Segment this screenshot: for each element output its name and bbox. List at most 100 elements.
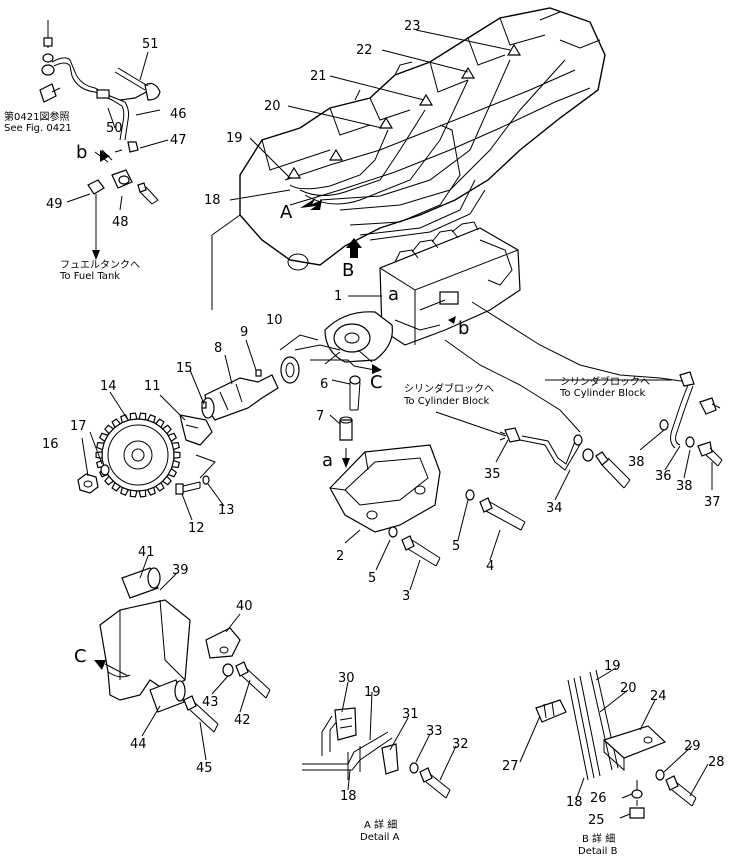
callout-42: 42 <box>234 713 251 728</box>
ref-letter-a-lower: a <box>322 450 333 471</box>
bolt-45 <box>183 695 219 733</box>
gear-tooth <box>173 451 181 459</box>
bracket-40 <box>205 627 241 659</box>
leader-10 <box>279 334 341 351</box>
callout-38a: 38 <box>628 455 645 470</box>
gear-tooth <box>167 467 178 478</box>
detail-b <box>535 669 697 819</box>
bolt-42 <box>235 661 271 699</box>
gear-tooth <box>154 481 165 492</box>
note-detail-b-jp: B 詳 細 <box>582 832 615 845</box>
callout-21: 21 <box>310 69 327 84</box>
callout-3: 3 <box>402 589 410 604</box>
bracket-leader <box>195 454 216 479</box>
reference-letters: b a a b <box>76 142 469 471</box>
arrow-b-top <box>100 150 110 162</box>
gear-tooth <box>104 475 115 486</box>
bolt-12 <box>175 481 201 495</box>
callout-1: 1 <box>334 289 342 304</box>
callout-48: 48 <box>112 215 129 230</box>
callout-18a: 18 <box>204 193 221 208</box>
callout-32: 32 <box>452 737 469 752</box>
gear-tooth <box>154 418 165 429</box>
callout-41: 41 <box>138 545 155 560</box>
shaft-8 <box>201 374 279 421</box>
note-cyl-block-en-2: To Cylinder Block <box>559 388 646 399</box>
callout-49: 49 <box>46 197 63 212</box>
callout-45: 45 <box>196 761 213 776</box>
note-cyl-block-jp-2: シリンダブロックへ <box>560 375 650 388</box>
callout-5a: 5 <box>368 571 376 586</box>
callout-50: 50 <box>106 121 123 136</box>
callout-44: 44 <box>130 737 147 752</box>
injection-pump <box>324 221 521 365</box>
key-plate-11 <box>179 414 213 446</box>
washer-5a <box>388 526 398 538</box>
pipe-34 <box>444 339 631 489</box>
callout-5b: 5 <box>452 539 460 554</box>
callout-28: 28 <box>708 755 725 770</box>
callout-38b: 38 <box>676 479 693 494</box>
gear-tooth <box>95 441 105 451</box>
callout-8: 8 <box>214 341 222 356</box>
injection-pipes <box>286 43 566 241</box>
callout-47: 47 <box>170 133 187 148</box>
view-letter-c-upper: C <box>370 372 383 393</box>
sleeve-44 <box>149 679 186 713</box>
callout-11: 11 <box>144 379 161 394</box>
callout-46: 46 <box>170 107 187 122</box>
note-see-fig-en: See Fig. 0421 <box>4 123 72 134</box>
pump-bracket <box>329 444 441 533</box>
view-letter-b: B <box>342 260 354 281</box>
pipe-36 <box>471 301 723 467</box>
note-see-fig-jp: 第0421図参照 <box>4 110 69 123</box>
gear-tooth <box>98 432 109 443</box>
note-detail-b-en: Detail B <box>578 846 618 857</box>
callout-17: 17 <box>70 419 87 434</box>
callout-25: 25 <box>588 813 605 828</box>
callout-18b: 18 <box>340 789 357 804</box>
leader-lines <box>66 29 713 819</box>
detail-a <box>302 707 451 799</box>
nut-16 <box>77 473 99 494</box>
ref-letter-b-pump: b <box>458 318 469 339</box>
callout-31: 31 <box>402 707 419 722</box>
note-fuel-tank-en: To Fuel Tank <box>59 271 120 282</box>
bolt-3 <box>401 535 441 567</box>
callout-13: 13 <box>218 503 235 518</box>
note-detail-a-jp: A 詳 細 <box>364 818 397 831</box>
callout-7: 7 <box>316 409 324 424</box>
cover-39 <box>99 599 191 701</box>
gear-tooth <box>146 414 156 424</box>
view-arrow-c-upper: C <box>310 359 383 393</box>
callout-43: 43 <box>202 695 219 710</box>
ref-letter-b-top: b <box>76 142 87 163</box>
bolt-4 <box>479 497 526 531</box>
gear-tooth <box>171 459 181 469</box>
callout-36: 36 <box>655 469 672 484</box>
arrow-b-pump <box>448 316 456 324</box>
callout-24: 24 <box>650 689 667 704</box>
callout-14: 14 <box>100 379 117 394</box>
callout-27: 27 <box>502 759 519 774</box>
callout-4: 4 <box>486 559 494 574</box>
note-cyl-block-en-1: To Cylinder Block <box>403 396 490 407</box>
gear-tooth <box>129 412 138 421</box>
gear-tooth <box>161 475 172 486</box>
gear-tooth <box>138 489 147 498</box>
bearing-10 <box>280 356 300 384</box>
callout-20b: 20 <box>620 681 637 696</box>
callout-18c: 18 <box>566 795 583 810</box>
callout-19b: 19 <box>364 685 381 700</box>
gear-tooth <box>120 486 130 496</box>
gear-tooth <box>111 481 122 492</box>
washer-13 <box>202 475 210 485</box>
callout-34: 34 <box>546 501 563 516</box>
callout-40: 40 <box>236 599 253 614</box>
note-detail-a-en: Detail A <box>360 832 400 843</box>
key-9 <box>255 369 262 377</box>
view-arrow-b: B <box>342 238 362 281</box>
gear-tooth <box>171 441 181 451</box>
